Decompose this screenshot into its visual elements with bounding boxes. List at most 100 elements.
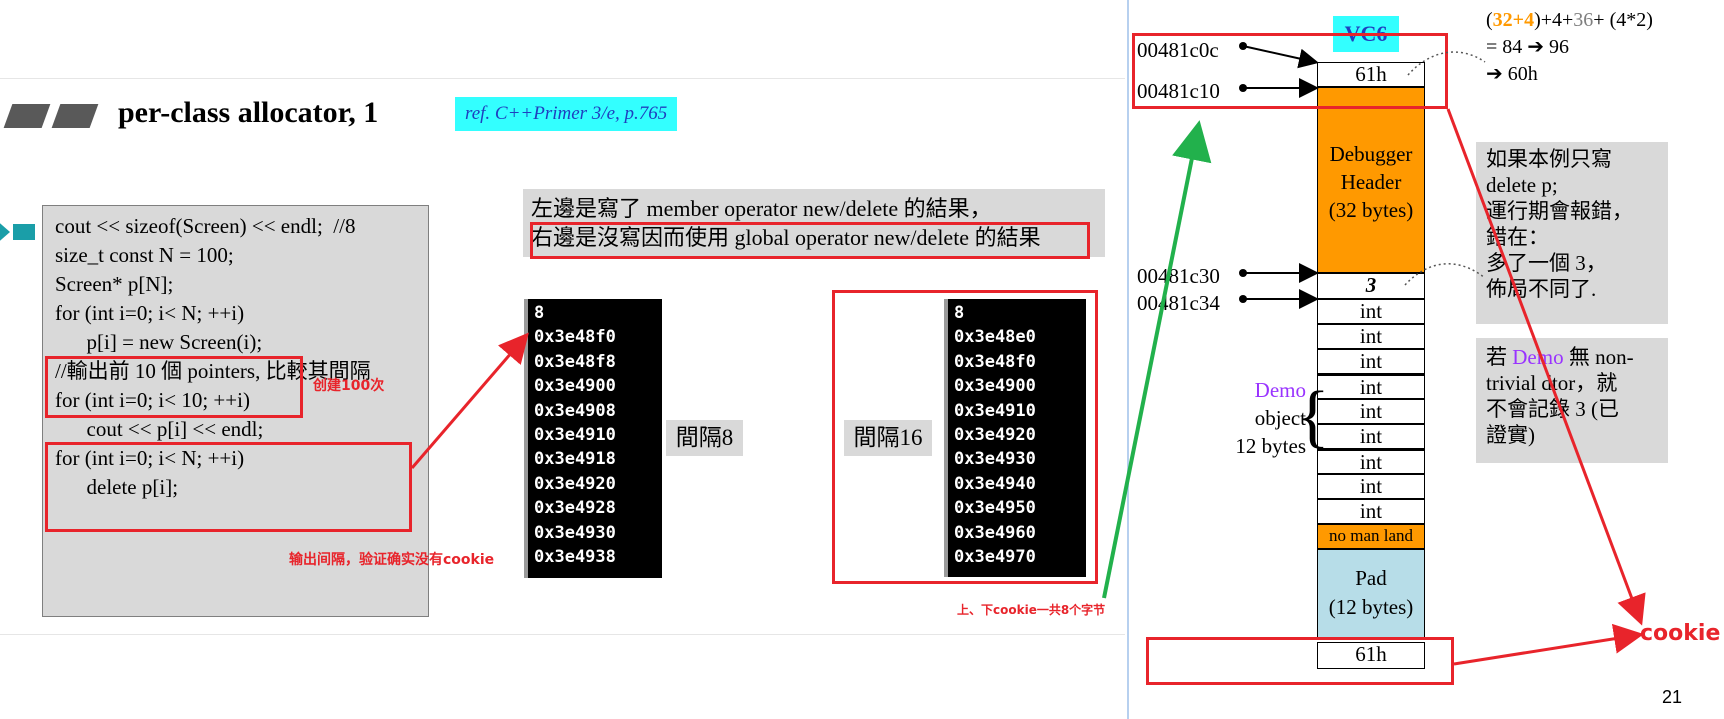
console-line: 8 <box>954 303 965 323</box>
gap-label-member: 間隔8 <box>666 420 743 456</box>
int-cell: int <box>1317 349 1425 374</box>
code-line: size_t const N = 100; <box>55 243 234 267</box>
note-line: 若 Demo 無 non- <box>1486 345 1634 369</box>
code-line: p[i] = new Screen(i); <box>55 330 263 354</box>
note-trivial-dtor: 若 Demo 無 non- trivial dtor，就 不會記錄 3 (已 證… <box>1476 338 1668 463</box>
note-line: 運行期會報錯， <box>1486 199 1633 223</box>
console-line: 0x3e4908 <box>534 400 616 421</box>
annotation-gap: 输出间隔，验证确实没有cookie <box>289 552 495 568</box>
arrow-to-console <box>410 332 529 469</box>
debugger-header-line: (32 bytes) <box>1328 198 1414 222</box>
int-cell: int <box>1317 474 1425 499</box>
debugger-header-line: Debugger <box>1329 142 1413 166</box>
console-line: 0x3e4970 <box>954 547 1036 568</box>
pad-line: Pad <box>1355 566 1387 590</box>
console-line: 0x3e4920 <box>954 425 1036 446</box>
address-label: 00481c0c <box>1137 38 1219 62</box>
console-line: 0x3e4960 <box>954 522 1036 543</box>
pointer-arrow-icon <box>0 218 10 246</box>
console-line: 0x3e4900 <box>534 376 616 397</box>
pad-cell: Pad (12 bytes) <box>1317 549 1425 638</box>
highlight-bottom-cookie <box>1146 637 1454 685</box>
code-block: cout << sizeof(Screen) << endl; //8 size… <box>42 205 429 617</box>
console-line: 0x3e4940 <box>954 473 1036 494</box>
console-line: 0x3e4928 <box>534 498 616 519</box>
highlight-top-cookie <box>1132 33 1448 109</box>
console-line: 8 <box>534 303 545 323</box>
debugger-header-cell: Debugger Header (32 bytes) <box>1317 87 1425 273</box>
code-line: //輸出前 10 個 pointers, 比較其間隔 <box>55 359 371 383</box>
console-line: 0x3e48f0 <box>534 327 616 348</box>
int-cell: int <box>1317 374 1425 399</box>
arrow-cookie-diag <box>1446 108 1646 626</box>
object-label: object <box>1254 406 1306 430</box>
annotation-create: 创建100次 <box>313 378 385 394</box>
pointer-addr-0 <box>1242 45 1319 69</box>
address-label: 00481c34 <box>1137 291 1220 315</box>
pointer-arrow-shaft-icon <box>13 224 35 240</box>
code-line: for (int i=0; i< N; ++i) <box>55 446 245 470</box>
console-line: 0x3e4910 <box>954 400 1036 421</box>
arrow-cookie-bottom <box>1453 623 1644 666</box>
note-line: delete p; <box>1486 173 1558 197</box>
note-delete-error: 如果本例只寫 delete p; 運行期會報錯， 錯在： 多了一個 3， 佈局不… <box>1476 142 1668 324</box>
highlight-global-output <box>832 290 1098 584</box>
address-label: 00481c10 <box>1137 79 1220 103</box>
int-cell: int <box>1317 299 1425 324</box>
calc-line-2: = 84 ➔ 96 <box>1486 36 1570 58</box>
console-line: 0x3e48e0 <box>954 327 1036 348</box>
cookie-top-cell: 61h <box>1317 62 1425 87</box>
console-line: 0x3e48f0 <box>954 351 1036 372</box>
console-line: 0x3e4900 <box>954 376 1036 397</box>
cookie-bottom-cell: 61h <box>1317 642 1425 669</box>
console-output-global: 8 0x3e48e0 0x3e48f0 0x3e4900 0x3e4910 0x… <box>944 299 1086 577</box>
note-line: 證實) <box>1486 423 1535 447</box>
page-title: per-class allocator, 1 <box>118 96 379 129</box>
int-cell: int <box>1317 449 1425 474</box>
console-line: 0x3e4920 <box>534 473 616 494</box>
int-cell: int <box>1317 324 1425 349</box>
int-cell: int <box>1317 424 1425 449</box>
count-cell: 3 <box>1317 273 1425 299</box>
annotation-cookie-size: 上、下cookie一共8个字节 <box>957 603 1106 617</box>
size-calculation: (32+4)+4+36+ (4*2) = 84 ➔ 96 ➔ 60h <box>1486 7 1653 88</box>
code-line: for (int i=0; i< N; ++i) <box>55 301 245 325</box>
code-line: cout << sizeof(Screen) << endl; //8 <box>55 214 356 238</box>
code-line: cout << p[i] << endl; <box>55 417 264 441</box>
console-line: 0x3e4918 <box>534 449 616 470</box>
note-line: 如果本例只寫 <box>1486 147 1612 171</box>
console-line: 0x3e4930 <box>534 522 616 543</box>
caption-line-1: 左邊是寫了 member operator new/delete 的結果， <box>531 196 992 221</box>
pad-line: (12 bytes) <box>1328 595 1414 619</box>
no-man-land-cell: no man land <box>1317 524 1425 549</box>
reference-tag: ref. C++Primer 3/e, p.765 <box>455 97 678 131</box>
console-line: 0x3e4930 <box>954 449 1036 470</box>
note-line: 佈局不同了. <box>1486 277 1597 301</box>
dotted-link-1 <box>1407 51 1486 76</box>
page-number: 21 <box>1662 687 1683 707</box>
int-cell: int <box>1317 399 1425 424</box>
brace-icon: { <box>1296 378 1330 455</box>
arrow-green <box>1102 120 1212 599</box>
highlight-print-loop <box>45 442 412 532</box>
demo-label: Demo <box>1254 378 1306 402</box>
dotted-link-2 <box>1404 263 1486 286</box>
note-line: 不會記錄 3 (已 <box>1486 397 1619 421</box>
demo-object-label: Demo object 12 bytes <box>1218 376 1306 460</box>
gap-label-global: 間隔16 <box>844 420 932 456</box>
caption-line-2: 右邊是沒寫因而使用 global operator new/delete 的結果 <box>531 225 1041 250</box>
cookie-label: cookie <box>1640 621 1721 646</box>
console-output-member: 8 0x3e48f0 0x3e48f8 0x3e4900 0x3e4908 0x… <box>524 299 662 578</box>
address-label: 00481c30 <box>1137 264 1220 288</box>
console-line: 0x3e4938 <box>534 547 616 568</box>
console-line: 0x3e4950 <box>954 498 1036 519</box>
code-line: for (int i=0; i< 10; ++i) <box>55 388 250 412</box>
code-line: delete p[i]; <box>55 475 179 499</box>
highlight-new-loop <box>45 356 303 418</box>
int-cell: int <box>1317 499 1425 524</box>
highlight-caption <box>530 222 1090 259</box>
calc-line-1: (32+4)+4+36+ (4*2) <box>1486 9 1653 31</box>
debugger-header-line: Header <box>1340 170 1402 194</box>
bytes-label: 12 bytes <box>1235 434 1306 458</box>
